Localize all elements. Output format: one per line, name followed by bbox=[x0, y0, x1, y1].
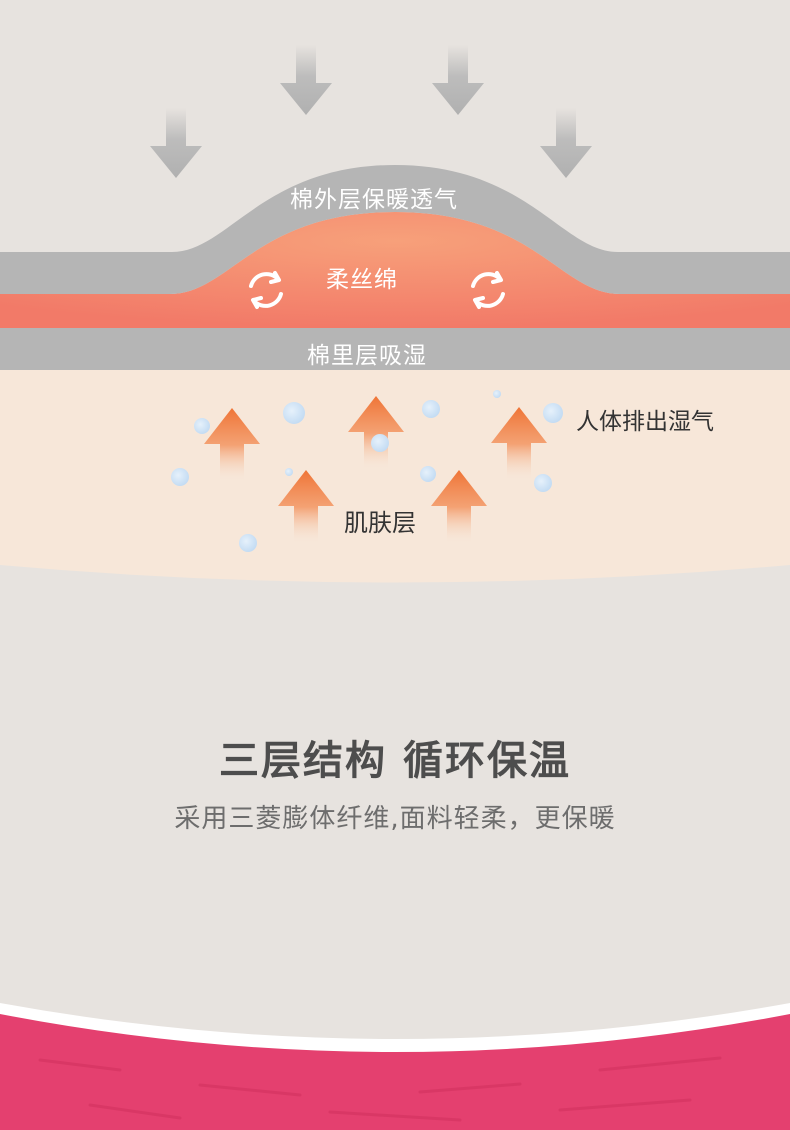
moisture-label: 人体排出湿气 bbox=[576, 409, 714, 435]
silk-layer-label: 柔丝绵 bbox=[326, 267, 398, 293]
skin-layer bbox=[0, 368, 790, 583]
moisture-droplet-icon bbox=[534, 474, 552, 492]
skin-layer-label: 肌肤层 bbox=[344, 509, 416, 537]
down-arrow-icon bbox=[540, 108, 592, 178]
cycle-arrows-icon bbox=[249, 271, 283, 309]
headline: 三层结构 循环保温 bbox=[219, 738, 571, 784]
inner-layer-label: 棉里层吸湿 bbox=[307, 343, 427, 369]
up-arrow-icon bbox=[491, 407, 547, 481]
outer-cotton-layer bbox=[0, 165, 790, 294]
moisture-droplet-icon bbox=[420, 466, 436, 482]
moisture-droplet-icon bbox=[171, 468, 189, 486]
fabric-texture bbox=[38, 1056, 722, 1122]
moisture-droplet-icon bbox=[283, 402, 305, 424]
silk-floss-layer bbox=[0, 212, 790, 328]
subline: 采用三菱膨体纤维,面料轻柔，更保暖 bbox=[174, 804, 616, 834]
fabric-swatch-pink bbox=[0, 1014, 790, 1130]
moisture-droplet-icon bbox=[194, 418, 210, 434]
moisture-droplet-icon bbox=[285, 468, 293, 476]
moisture-droplet-icon bbox=[543, 403, 563, 423]
moisture-droplet-icon bbox=[371, 434, 389, 452]
moisture-droplet-icon bbox=[493, 390, 501, 398]
moisture-droplet-icon bbox=[239, 534, 257, 552]
outer-layer-label: 棉外层保暖透气 bbox=[290, 187, 458, 213]
up-arrow-icon bbox=[204, 408, 260, 482]
down-arrow-icon bbox=[432, 45, 484, 115]
up-arrow-icon bbox=[348, 396, 404, 470]
cycle-arrows-icon bbox=[471, 271, 505, 309]
up-arrow-icon bbox=[431, 470, 487, 544]
down-arrow-icon bbox=[280, 45, 332, 115]
inner-cotton-layer bbox=[0, 328, 790, 370]
down-arrow-icon bbox=[150, 108, 202, 178]
moisture-droplet-icon bbox=[422, 400, 440, 418]
up-arrow-icon bbox=[278, 470, 334, 544]
